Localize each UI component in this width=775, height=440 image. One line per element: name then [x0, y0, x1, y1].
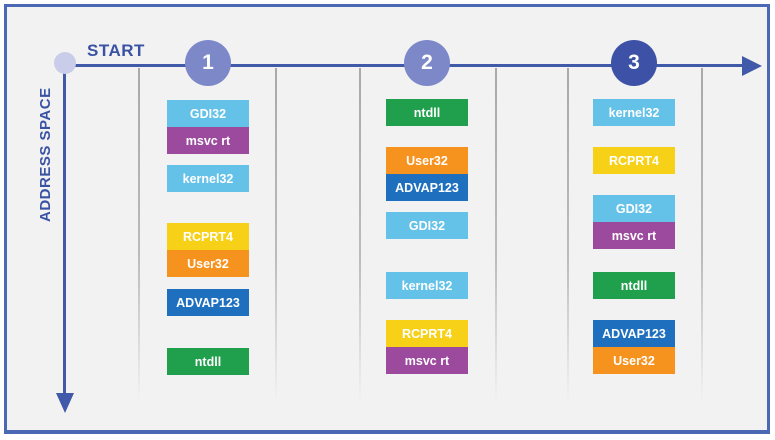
module-block-gdi32: GDI32 — [386, 212, 468, 239]
module-block-advap123: ADVAP123 — [167, 289, 249, 316]
address-space-axis-line — [63, 63, 66, 395]
start-label: START — [87, 41, 145, 60]
module-block-rcprt4: RCPRT4 — [593, 147, 675, 174]
module-block-gdi32: GDI32 — [593, 195, 675, 222]
module-block-advap123: ADVAP123 — [593, 320, 675, 347]
lane-divider — [567, 68, 569, 412]
step-circle-3: 3 — [611, 40, 657, 86]
module-block-user32: User32 — [593, 347, 675, 374]
module-block-ntdll: ntdll — [593, 272, 675, 299]
address-space-arrow-down-icon — [56, 393, 74, 413]
module-block-rcprt4: RCPRT4 — [386, 320, 468, 347]
module-block-user32: User32 — [386, 147, 468, 174]
lane-divider — [495, 68, 497, 412]
module-block-ntdll: ntdll — [167, 348, 249, 375]
module-block-kernel32: kernel32 — [386, 272, 468, 299]
module-block-kernel32: kernel32 — [593, 99, 675, 126]
start-dot-icon — [54, 52, 76, 74]
module-block-kernel32: kernel32 — [167, 165, 249, 192]
step-circle-1: 1 — [185, 40, 231, 86]
module-block-ntdll: ntdll — [386, 99, 468, 126]
step-circle-2: 2 — [404, 40, 450, 86]
module-block-advap123: ADVAP123 — [386, 174, 468, 201]
module-block-user32: User32 — [167, 250, 249, 277]
lane-divider — [275, 68, 277, 412]
lane-divider — [701, 68, 703, 412]
timeline-arrow-right-icon — [742, 56, 762, 76]
module-block-msvc-rt: msvc rt — [593, 222, 675, 249]
module-block-msvc-rt: msvc rt — [386, 347, 468, 374]
address-space-label: ADDRESS SPACE — [37, 87, 54, 223]
module-block-msvc-rt: msvc rt — [167, 127, 249, 154]
lane-divider — [138, 68, 140, 412]
module-block-rcprt4: RCPRT4 — [167, 223, 249, 250]
module-block-gdi32: GDI32 — [167, 100, 249, 127]
lane-divider — [359, 68, 361, 412]
